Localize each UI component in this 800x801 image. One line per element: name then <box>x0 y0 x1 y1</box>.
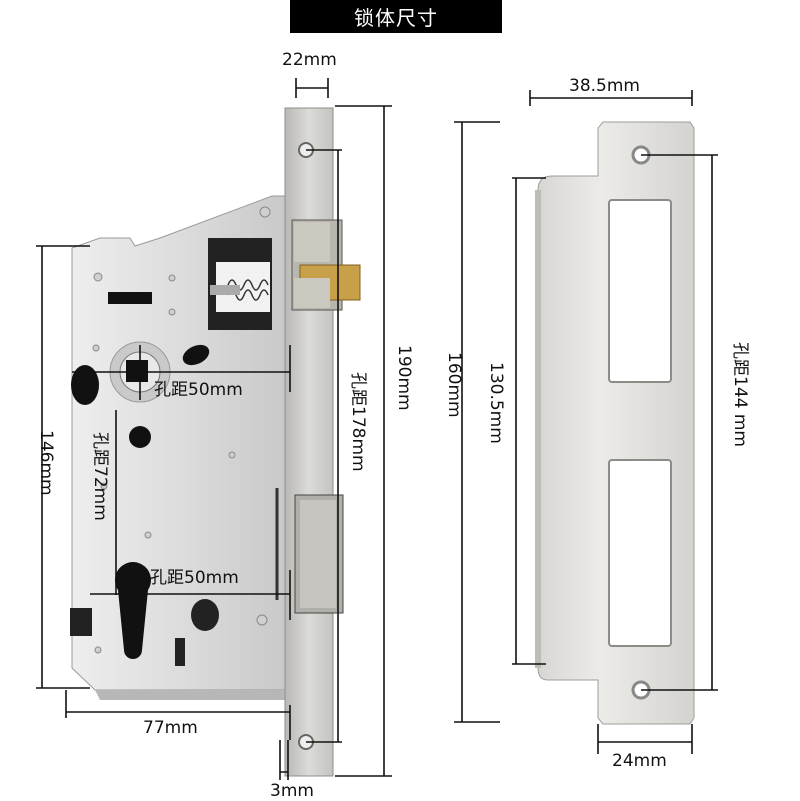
strike-plate <box>535 121 695 725</box>
strike-bottom-width-label: 24mm <box>612 751 667 771</box>
body-height-label: 146mm <box>36 430 56 496</box>
strike-lip-height-label: 130.5mm <box>486 362 506 444</box>
faceplate-hole-spacing-label: 孔距178mm <box>348 372 368 472</box>
faceplate-width-label: 22mm <box>282 50 337 70</box>
spindle-backset-label: 孔距50mm <box>154 380 243 400</box>
faceplate-thickness-label: 3mm <box>270 781 314 801</box>
lock-body <box>70 107 361 777</box>
diagram-title: 锁体尺寸 <box>290 0 502 33</box>
dimension-lines <box>36 78 718 780</box>
strike-width-label: 38.5mm <box>569 76 640 96</box>
spindle-to-cylinder-label: 孔距72mm <box>90 432 110 521</box>
body-depth-label: 77mm <box>143 718 198 738</box>
strike-height-label: 160mm <box>444 352 464 418</box>
strike-hole-spacing-label: 孔距144 mm <box>730 342 750 447</box>
cylinder-backset-label: 孔距50mm <box>150 568 239 588</box>
faceplate-height-label: 190mm <box>394 345 414 411</box>
